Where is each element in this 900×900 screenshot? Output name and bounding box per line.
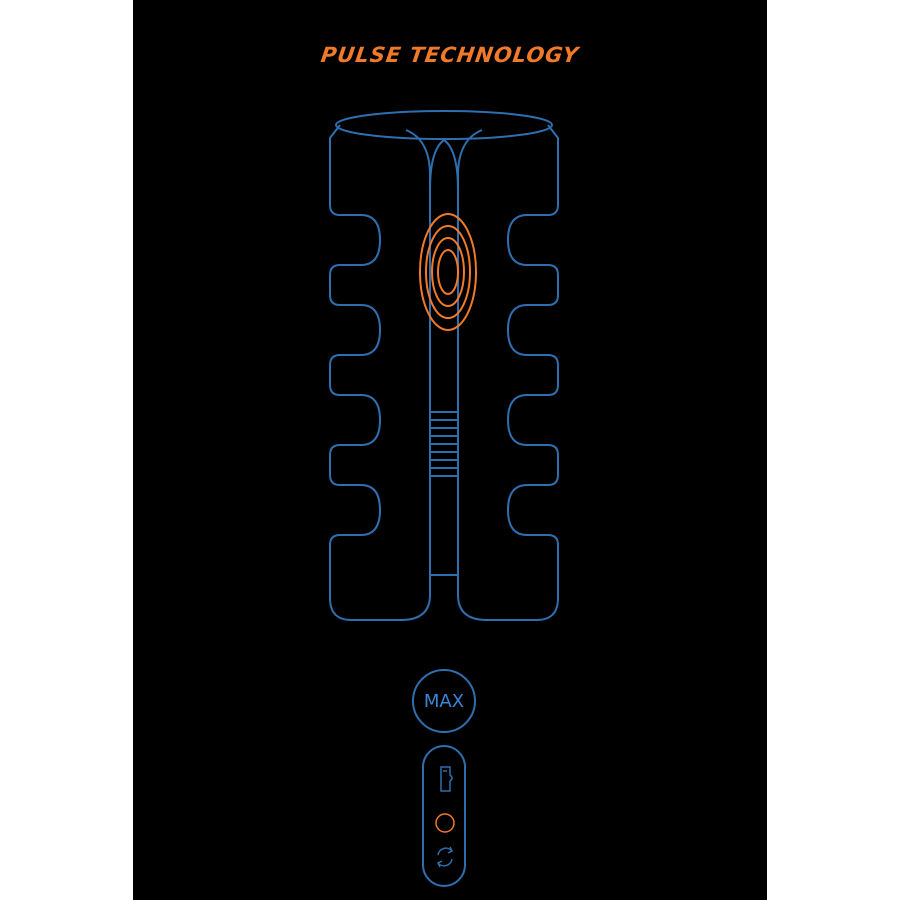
max-label: MAX (423, 690, 465, 712)
charging-port-icon (440, 766, 453, 792)
product-poster: PULSE TECHNOLOGY (133, 0, 767, 900)
power-button-icon[interactable] (435, 813, 455, 833)
max-button[interactable]: MAX (412, 669, 476, 733)
center-channel (429, 139, 459, 191)
top-rim (335, 110, 553, 140)
control-panel (422, 745, 466, 887)
right-grip (457, 124, 559, 621)
device-illustration (329, 110, 559, 621)
ribbed-section (430, 411, 458, 477)
left-grip (329, 124, 431, 621)
pulse-rings (419, 213, 477, 331)
cycle-mode-icon[interactable] (436, 846, 454, 868)
